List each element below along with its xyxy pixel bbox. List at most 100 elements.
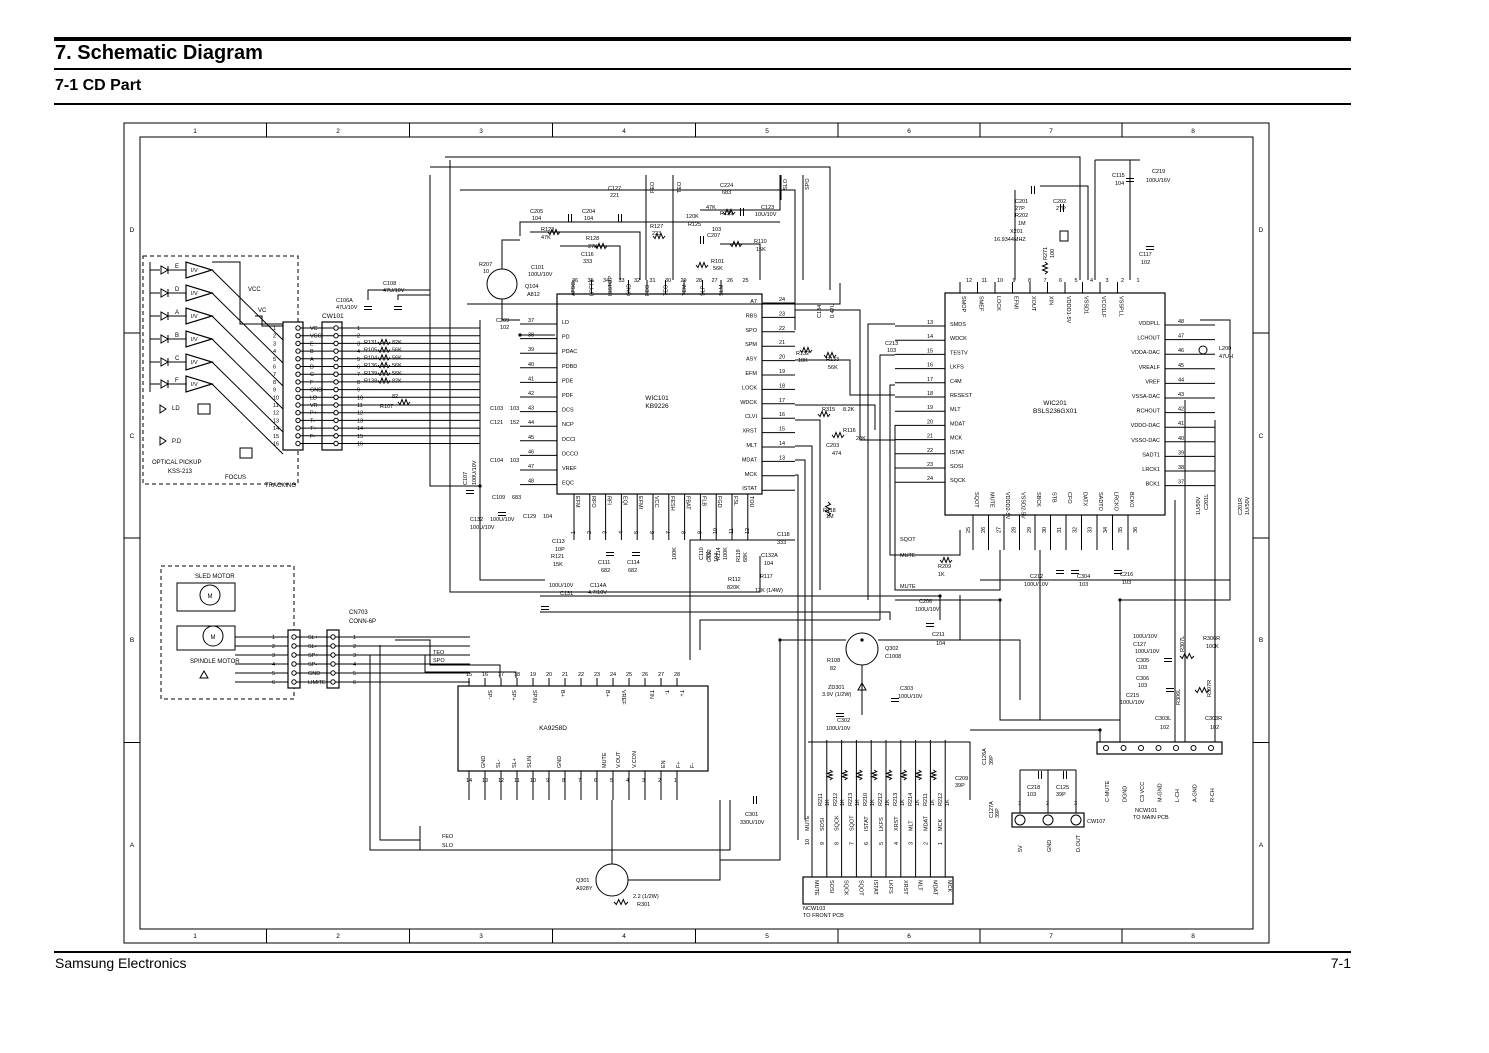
- capacitor-ref: C218: [1027, 785, 1040, 791]
- ic201-top-pin-number: 1: [1137, 278, 1140, 284]
- resistor: [652, 232, 666, 240]
- component-value: 104: [532, 216, 541, 222]
- ka9258d-top-pin-number: 21: [562, 672, 568, 678]
- grid-column-label: 2: [336, 128, 340, 135]
- signal-wire: [795, 459, 806, 820]
- cn703-pin-number: 3: [353, 653, 356, 659]
- ka9258d-bottom-pin: V.OUT: [616, 751, 622, 768]
- ic101-right-pin: SPO: [745, 328, 757, 334]
- tracking-coil: [239, 447, 253, 459]
- ncw103-pin-label: XRST: [902, 880, 908, 895]
- capacitor-value: 333: [583, 259, 592, 265]
- resistor-value: 8.2K: [843, 407, 855, 413]
- ic201-left-pin-number: 24: [927, 476, 933, 482]
- inductor-ref: L200: [1219, 346, 1231, 352]
- ka9258d-bottom-pin-number: 8: [562, 778, 565, 784]
- grid-row-label: B: [1259, 637, 1263, 644]
- q302-ref: Q302: [885, 646, 898, 652]
- power-wire: [1050, 729, 1101, 742]
- cw101-pin-number: 6: [357, 365, 360, 371]
- power-wire: [540, 611, 891, 620]
- ic201-bottom-pin-number: 35: [1118, 527, 1124, 533]
- ka9258d-bottom-pin: MUTE: [602, 752, 608, 768]
- component-ref: C127: [608, 186, 621, 192]
- ic201-ref: WIC201: [1043, 400, 1067, 407]
- pickup-part-number: KSS-213: [168, 469, 193, 475]
- transistor-lead: [628, 800, 721, 881]
- photo-diode: [160, 311, 170, 321]
- ic101-right-pin: ASY: [746, 357, 757, 363]
- signal-wire: [1120, 319, 1231, 601]
- ic201-right-pin-number: 37: [1178, 480, 1184, 486]
- ic201-top-pin-number: 10: [997, 278, 1003, 284]
- iv-amplifier: [185, 261, 215, 279]
- resistor-value: 820K: [727, 585, 740, 591]
- ic101-bottom-pin-number: 4: [618, 531, 624, 534]
- ic201-right-pin-number: 43: [1178, 392, 1184, 398]
- laser-diode-label: LD: [172, 406, 180, 412]
- ic101-left-pin-number: 46: [528, 449, 534, 455]
- ic201-left-pin: MDAT: [950, 421, 966, 427]
- capacitor-ref: C215: [1126, 693, 1139, 699]
- cw101-pin-label: D: [310, 365, 314, 371]
- grid-row-label: A: [1259, 842, 1264, 849]
- ic201-right-pin: VSSO-DAC: [1131, 438, 1160, 444]
- transistor-lead: [501, 299, 520, 321]
- photo-diode: [160, 265, 170, 275]
- ic201-bottom-pin: SBCK: [1035, 492, 1041, 507]
- capacitor-value: 102: [500, 325, 509, 331]
- iv-amp-label: I/V: [191, 314, 198, 320]
- resistor-value: 100K: [1206, 644, 1219, 650]
- junction-dot: [778, 638, 782, 642]
- sled-motor-frame: [176, 582, 236, 612]
- resistor-ref: R110: [754, 239, 767, 245]
- ka9258d-body: [457, 685, 709, 772]
- front-resistor-ref: R212: [878, 793, 884, 806]
- capacitor-value: 0.47U: [830, 303, 836, 318]
- ic101-left-pin-number: 41: [528, 376, 534, 382]
- ic201-top-pin-number: 9: [1013, 278, 1016, 284]
- ic101-part: KB9226: [645, 403, 669, 410]
- resistor-ref: R101: [711, 259, 724, 265]
- resistor-ref: R138: [364, 379, 377, 385]
- ic101-bottom-pin-number: 8: [682, 531, 688, 534]
- signal-wire: [519, 221, 780, 236]
- resistor: [840, 769, 849, 781]
- connector-pin: [1208, 745, 1214, 751]
- power-wire: [999, 600, 1120, 721]
- capacitor-value: 104: [764, 561, 773, 567]
- capacitor-ref: C209: [496, 318, 509, 324]
- ka9258d-bottom-pin-number: 2: [658, 778, 661, 784]
- ic201-left-pin: SOSI: [950, 464, 964, 470]
- ka9258d-bottom-pin-number: 9: [546, 778, 549, 784]
- ic101-top-pin: ISSTOP: [608, 276, 614, 296]
- grid-column-label: 7: [1049, 933, 1053, 940]
- resistor-ref: R105: [364, 348, 377, 354]
- ic201-bottom-pin: SQOT: [973, 492, 979, 508]
- ncw103-net-label: MCK: [938, 818, 944, 831]
- net-sqot: SQOT: [900, 537, 916, 543]
- junction-dot: [518, 333, 522, 337]
- ic201-top-pin-number: 6: [1059, 278, 1062, 284]
- ncw103-net-label: MUTE: [805, 815, 811, 831]
- front-resistor-value: 1K: [930, 799, 936, 806]
- cw101-pin-number: 16: [357, 442, 363, 448]
- grid-column-label: 4: [622, 128, 626, 135]
- resistor: [824, 501, 832, 517]
- resistor: [939, 556, 953, 564]
- grid-column-label: 5: [765, 933, 769, 940]
- pickup-wire: [211, 383, 284, 455]
- ic101-bottom-pin-number: 7: [666, 531, 672, 534]
- iv-amp-label: I/V: [191, 268, 198, 274]
- q302-transistor: [845, 632, 879, 666]
- spindle-motor-label: SPINDLE MOTOR: [190, 659, 240, 665]
- capacitor-ref: C118: [777, 532, 790, 538]
- net-mute: MUTE: [900, 584, 916, 590]
- ic201-right-pin: VDDO-DAC: [1131, 423, 1160, 429]
- resistor: [722, 208, 736, 216]
- front-resistor-value: 1K: [885, 799, 891, 806]
- net-spo: SPO: [433, 658, 445, 664]
- ic201-left-pin-number: 21: [927, 434, 933, 440]
- ka9258d-top-pin: B+: [559, 690, 565, 697]
- resistor-ref: R132: [796, 351, 809, 357]
